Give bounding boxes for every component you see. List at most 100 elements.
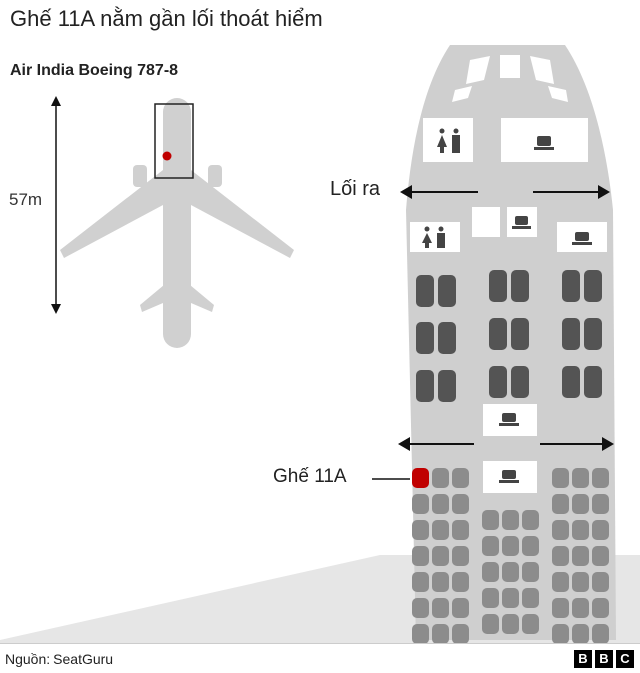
economy-seat — [432, 468, 449, 488]
economy-seat — [552, 572, 569, 592]
business-seat — [416, 322, 434, 354]
economy-seat — [572, 494, 589, 514]
plane-silhouette — [60, 98, 294, 348]
length-label: 57m — [9, 190, 43, 209]
economy-seat — [592, 520, 609, 540]
length-arrow — [51, 96, 61, 314]
seat-map — [412, 270, 609, 644]
economy-seat — [412, 546, 429, 566]
economy-seat — [502, 588, 519, 608]
economy-seat — [552, 598, 569, 618]
business-seat — [438, 322, 456, 354]
economy-seat — [552, 546, 569, 566]
economy-seat — [522, 510, 539, 530]
economy-seat — [452, 494, 469, 514]
bbc-letter: C — [616, 650, 634, 668]
coffee-icon — [572, 232, 592, 245]
aircraft-name: Air India Boeing 787-8 — [10, 62, 179, 79]
business-seat — [562, 318, 580, 350]
coffee-icon — [499, 470, 519, 483]
economy-seat — [502, 536, 519, 556]
arrow-right-icon — [602, 437, 614, 451]
business-seat — [511, 270, 529, 302]
business-seat — [511, 366, 529, 398]
economy-seat — [572, 598, 589, 618]
economy-seat — [502, 510, 519, 530]
economy-seat — [572, 624, 589, 644]
economy-seat — [432, 546, 449, 566]
economy-seat — [452, 520, 469, 540]
economy-seat — [572, 468, 589, 488]
economy-seat — [432, 598, 449, 618]
business-seat — [511, 318, 529, 350]
economy-seat — [552, 494, 569, 514]
seat-label: Ghế 11A — [273, 466, 347, 487]
business-seat — [584, 318, 602, 350]
toilet-icon — [437, 128, 460, 153]
business-seat — [562, 366, 580, 398]
economy-seat — [432, 520, 449, 540]
seat-11a — [412, 468, 429, 488]
economy-seat — [452, 572, 469, 592]
economy-seat — [482, 510, 499, 530]
source-label: Nguồn: — [5, 651, 51, 667]
business-seat — [416, 275, 434, 307]
economy-seat — [412, 624, 429, 644]
business-seat — [584, 270, 602, 302]
economy-seat — [502, 562, 519, 582]
economy-seat — [592, 468, 609, 488]
economy-seat — [592, 598, 609, 618]
business-seat — [416, 370, 434, 402]
economy-seat — [572, 572, 589, 592]
economy-seat — [552, 624, 569, 644]
economy-seat — [592, 624, 609, 644]
business-seat — [489, 366, 507, 398]
coffee-icon — [499, 413, 519, 426]
economy-seat — [412, 572, 429, 592]
cockpit-windows — [452, 55, 568, 102]
economy-seat — [452, 468, 469, 488]
exit-arrows-bottom — [398, 437, 614, 451]
economy-seat — [452, 624, 469, 644]
economy-seat — [522, 562, 539, 582]
economy-seat — [432, 624, 449, 644]
arrow-right-icon — [598, 185, 610, 199]
economy-seat — [592, 494, 609, 514]
arrow-left-icon — [400, 185, 412, 199]
economy-seat — [522, 536, 539, 556]
business-seat — [438, 370, 456, 402]
economy-seat — [592, 546, 609, 566]
business-seat — [562, 270, 580, 302]
seat-marker — [162, 151, 172, 161]
source-credit: Nguồn:SeatGuru — [5, 651, 113, 667]
economy-seat — [482, 536, 499, 556]
economy-seat — [552, 520, 569, 540]
footer: Nguồn:SeatGuru B B C — [0, 643, 640, 673]
bbc-logo: B B C — [574, 650, 634, 668]
economy-seat — [592, 572, 609, 592]
economy-seat — [482, 614, 499, 634]
economy-seat — [572, 520, 589, 540]
exit-label: Lối ra — [330, 178, 381, 200]
toilet-icon — [422, 226, 445, 248]
economy-seat — [552, 468, 569, 488]
coffee-icon — [512, 216, 531, 229]
exit-arrows-top — [400, 185, 610, 199]
economy-seat — [432, 494, 449, 514]
page-title: Ghế 11A nằm gần lối thoát hiểm — [10, 6, 323, 31]
bbc-letter: B — [595, 650, 613, 668]
business-seat — [489, 270, 507, 302]
business-seat — [489, 318, 507, 350]
economy-seat — [452, 598, 469, 618]
economy-seat — [412, 520, 429, 540]
economy-seat — [572, 546, 589, 566]
economy-seat — [482, 588, 499, 608]
economy-seat — [412, 598, 429, 618]
economy-seat — [432, 572, 449, 592]
source-value: SeatGuru — [53, 651, 114, 667]
economy-seat — [452, 546, 469, 566]
arrow-left-icon — [398, 437, 410, 451]
highlight-box — [154, 103, 194, 179]
economy-seat — [502, 614, 519, 634]
